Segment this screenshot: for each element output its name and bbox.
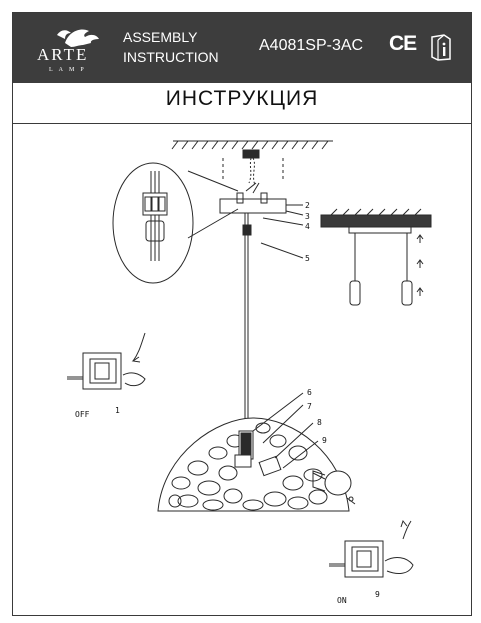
instruction-sheet: ARTE LAMP ASSEMBLY INSTRUCTION A4081SP-3… bbox=[12, 12, 472, 616]
callout-3: 3 bbox=[305, 212, 310, 221]
switch-off-illustration bbox=[67, 332, 146, 390]
header-bar: ARTE LAMP ASSEMBLY INSTRUCTION A4081SP-3… bbox=[13, 13, 471, 83]
assembly-line-1: ASSEMBLY bbox=[123, 29, 198, 45]
switch-on-label: ON bbox=[337, 596, 347, 605]
title-divider bbox=[13, 123, 471, 124]
callout-6: 6 bbox=[307, 388, 312, 397]
assembly-diagram: 2 3 4 5 6 7 8 9 OFF 1 ON 9 bbox=[67, 140, 432, 605]
switch-off-label: OFF bbox=[75, 410, 90, 419]
callout-8: 8 bbox=[317, 418, 322, 427]
switch-on-step: 9 bbox=[375, 590, 380, 599]
mounting-inset bbox=[320, 208, 432, 306]
griffin-logo-icon bbox=[57, 29, 99, 47]
brand-subtitle: LAMP bbox=[49, 67, 90, 73]
callout-4: 4 bbox=[305, 222, 310, 231]
info-book-icon bbox=[431, 34, 451, 61]
callout-7: 7 bbox=[307, 402, 312, 411]
callout-5: 5 bbox=[305, 254, 310, 263]
switch-off-step: 1 bbox=[115, 406, 120, 415]
assembly-heading: ASSEMBLY INSTRUCTION bbox=[123, 27, 219, 67]
callout-9: 9 bbox=[322, 436, 327, 445]
ce-mark: CE bbox=[389, 32, 417, 55]
ceiling-hatch bbox=[171, 140, 333, 159]
page-title: ИНСТРУКЦИЯ bbox=[165, 87, 319, 110]
assembly-line-2: INSTRUCTION bbox=[123, 49, 219, 65]
model-number: A4081SP-3AC bbox=[259, 37, 364, 54]
callout-2: 2 bbox=[305, 201, 310, 210]
terminal-block-detail bbox=[142, 171, 168, 261]
detail-bubble bbox=[112, 162, 194, 284]
lamp-shade bbox=[157, 417, 350, 512]
light-bulb bbox=[312, 470, 356, 505]
switch-on-illustration bbox=[329, 519, 414, 578]
brand-name: ARTE bbox=[37, 45, 89, 64]
